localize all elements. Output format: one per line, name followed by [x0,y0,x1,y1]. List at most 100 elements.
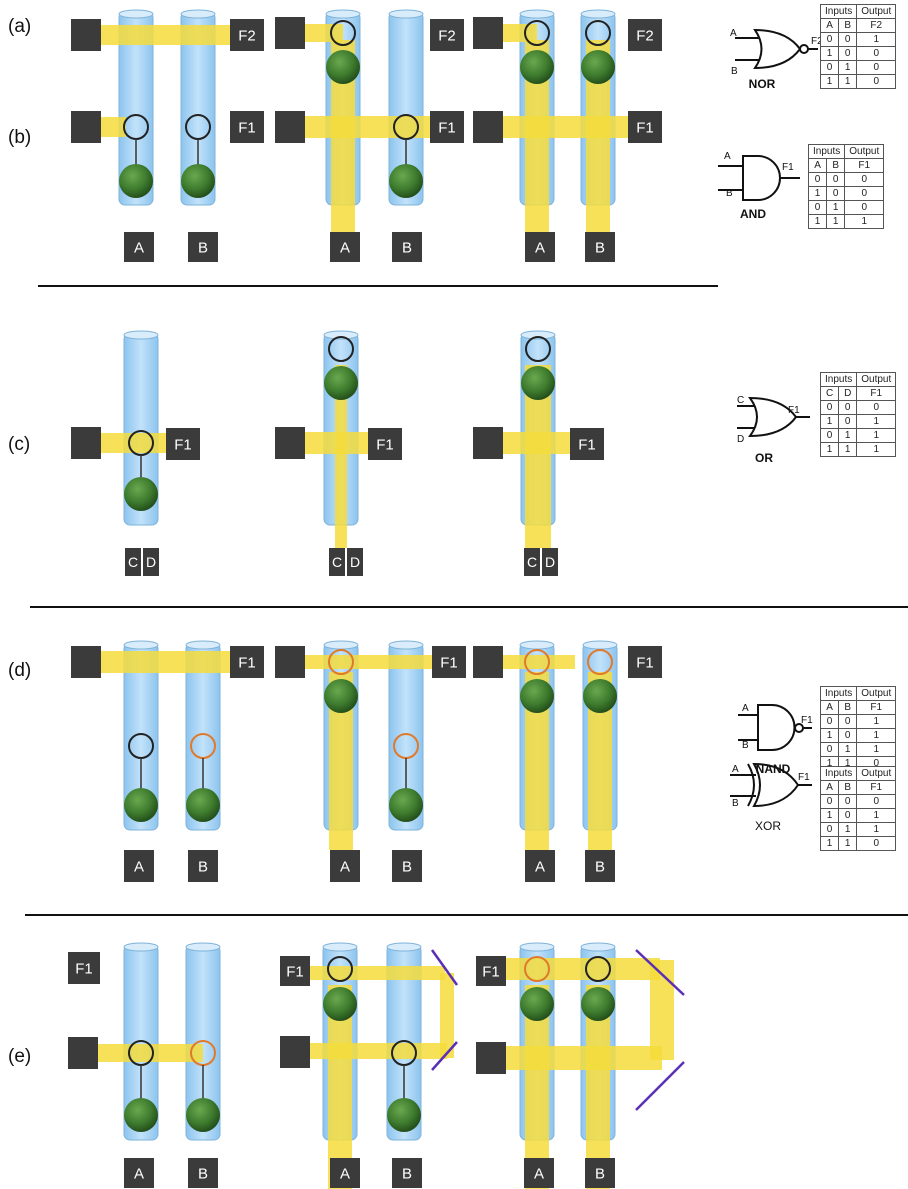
input-label-c-box [524,548,540,576]
float-ring [327,956,353,982]
table-cell: 0 [807,200,828,215]
tube-opening [519,9,555,19]
input-label-d-box [347,548,363,576]
float-ring [585,956,611,982]
light-beam [100,433,166,453]
output-label-f2-box [230,19,264,51]
table-cell: 0 [844,186,885,201]
table-cell: 1 [838,742,858,757]
tube-opening [323,640,359,650]
output-label-f1: F1 [238,119,256,136]
input-label-a-box [525,850,555,882]
input-label-a: A [340,858,350,875]
table-cell: 0 [807,172,828,187]
input-label-a: A [340,1165,350,1182]
table-cell: 0 [838,414,858,429]
tube-opening [582,640,618,650]
table-cell: 1 [826,200,846,215]
light-beam [100,651,232,673]
and-output-label: F1 [782,162,794,173]
table-cell: 0 [856,794,897,809]
input-label-b-box [585,850,615,882]
table-header-inputs: Inputs [819,372,858,387]
and-input-lines [718,165,743,191]
table-cell: 1 [838,60,858,75]
xor-gate-name: XOR [755,819,781,833]
table-column-header: C [819,386,840,401]
output-label-f1-box [368,428,402,460]
table-cell: 0 [838,32,858,47]
input-label-c: C [332,554,342,570]
moss-ball [186,1098,220,1132]
nand-output-label: F1 [801,715,813,726]
input-label-b: B [402,239,412,256]
mirror [430,949,459,986]
input-label-b-box [392,1158,422,1188]
nor-gate-body [753,28,802,70]
table-column-header: F1 [844,158,885,173]
light-beam [502,24,537,42]
nor-input-a-label: A [730,28,737,39]
light-beam [100,117,126,137]
nor-output-label: F2 [811,36,823,47]
input-label-a-box [124,850,154,882]
moss-ball [324,366,358,400]
input-label-a: A [534,1165,544,1182]
light-source [68,1037,98,1069]
tube-opening [323,330,359,340]
float-ring [524,956,550,982]
moss-ball [389,164,423,198]
nand-gate-body [757,704,796,751]
table-column-header: F1 [856,700,897,715]
table-column-header: A [807,158,828,173]
tube-opening [519,942,555,952]
light-beam [305,116,430,138]
output-label-f1: F1 [636,119,654,136]
section-label-d: (d) [8,660,31,681]
light-beam [650,960,674,1060]
input-label-a-box [330,1158,360,1188]
float-ring [328,649,354,675]
nor-inversion-bubble [799,44,809,54]
table-cell: 0 [819,60,840,75]
input-label-b: B [402,858,412,875]
table-cell: 0 [856,836,897,851]
tube-opening [118,9,154,19]
input-label-c-box [329,548,345,576]
output-label-f1: F1 [636,654,654,671]
nor-gate-name: NOR [749,77,776,91]
output-label-f1-box [476,956,506,986]
table-cell: 1 [819,808,840,823]
table-column-header: B [838,780,858,795]
output-label-f2: F2 [238,27,256,44]
output-label-f2: F2 [636,27,654,44]
float-ring [524,649,550,675]
table-cell: 1 [856,442,897,457]
light-beam [308,966,445,980]
output-label-f1-box [628,646,662,678]
tube-opening [388,9,424,19]
output-label-f1: F1 [174,436,192,453]
tube-opening [580,942,616,952]
or-input-lines [737,405,755,429]
input-label-d: D [350,554,360,570]
table-header-inputs: Inputs [819,4,858,19]
table-header-output: Output [856,4,897,19]
table-cell: 0 [819,822,840,837]
moss-ball [326,50,360,84]
moss-ball [387,1098,421,1132]
table-cell: 1 [807,186,828,201]
or-input-d-label: D [737,434,744,445]
moss-ball [389,788,423,822]
input-label-a-box [124,1158,154,1188]
table-cell: 1 [838,822,858,837]
